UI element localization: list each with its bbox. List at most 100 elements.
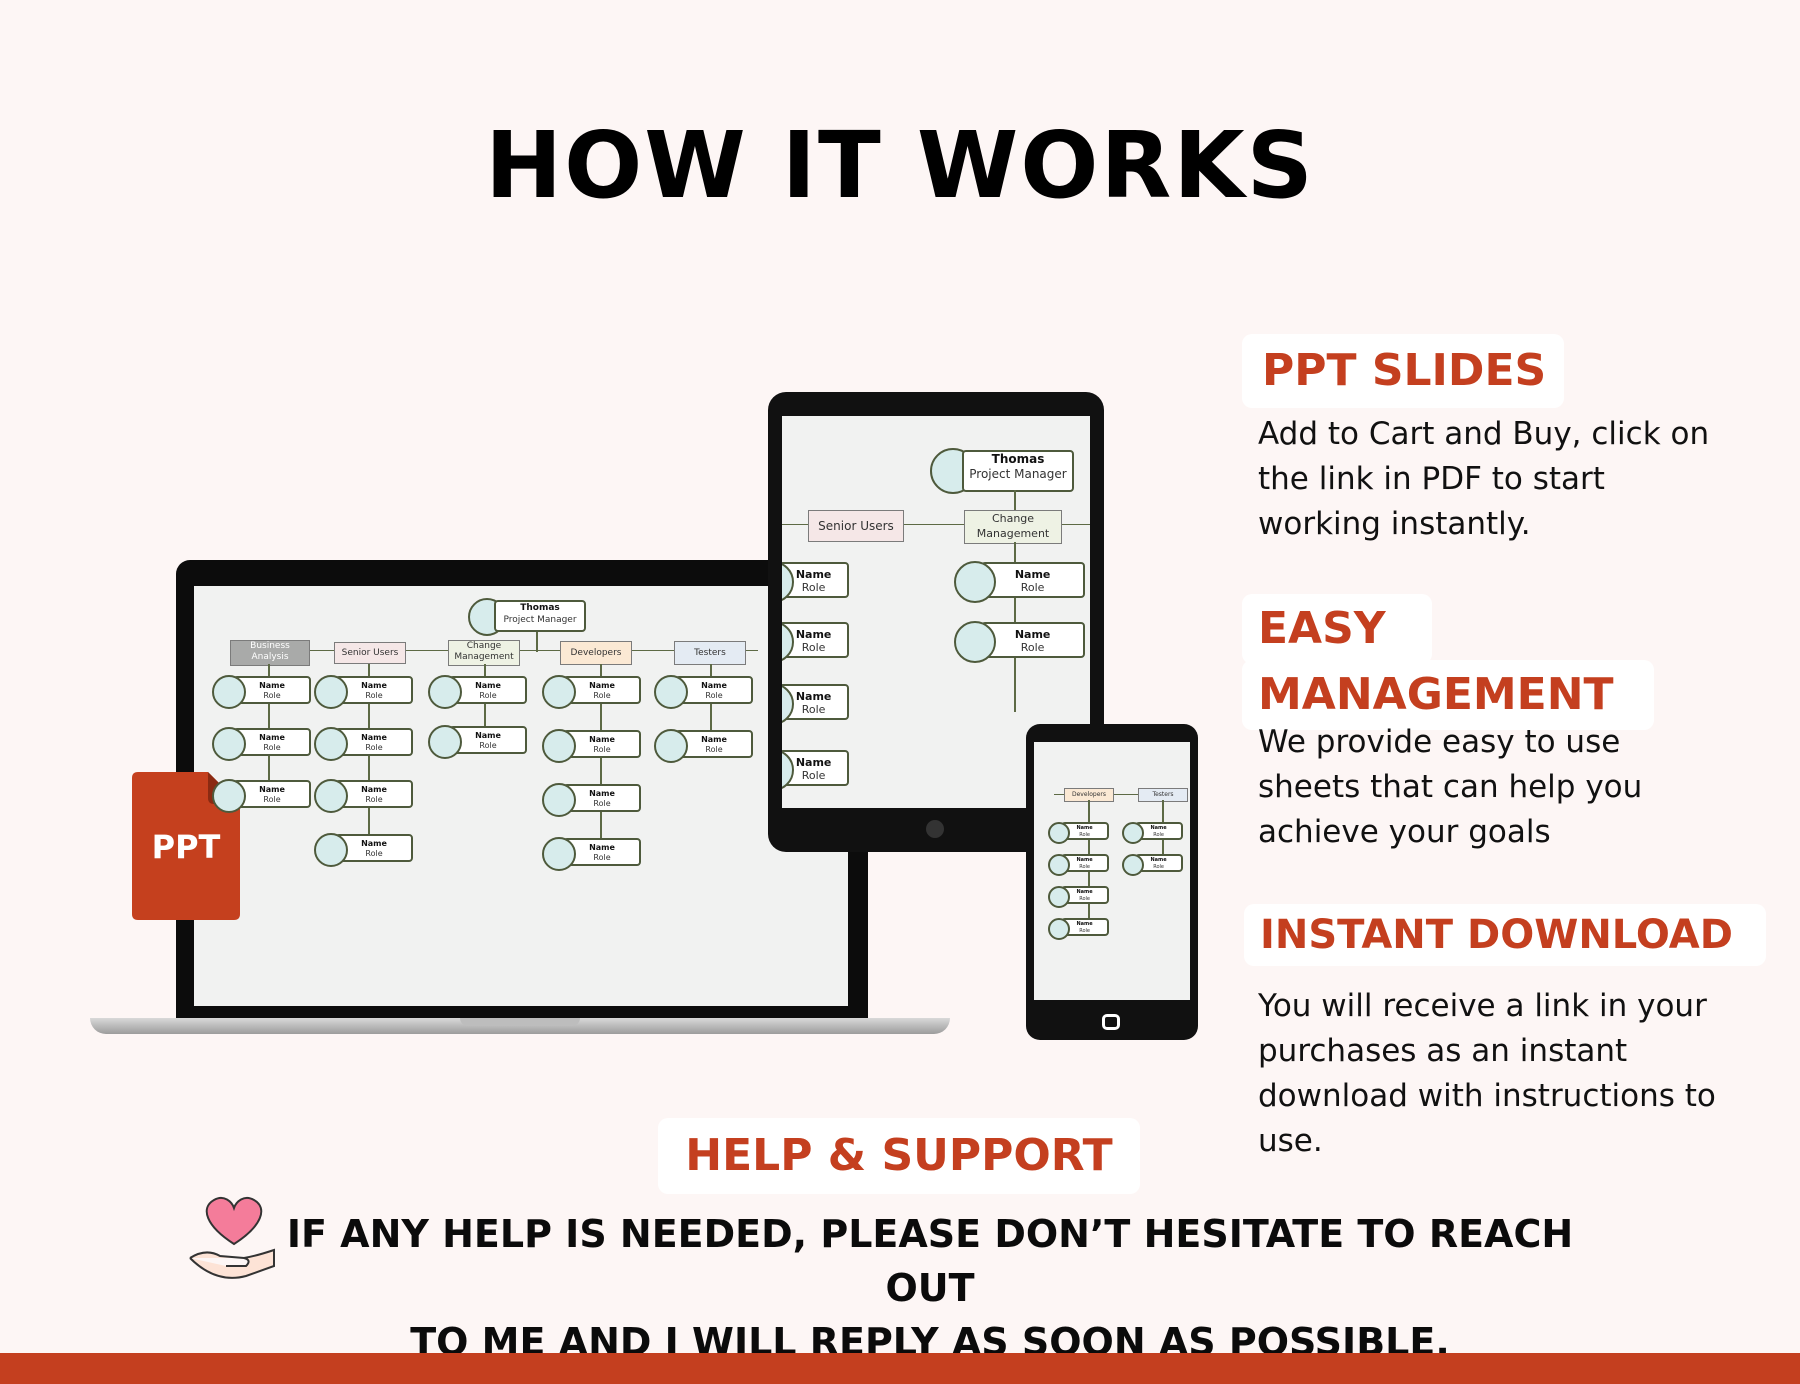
- easy-management-text: We provide easy to use sheets that can h…: [1258, 724, 1643, 850]
- page-title: HOW IT WORKS: [485, 112, 1315, 219]
- top-name: Thomas: [520, 603, 560, 613]
- member-name: Name: [795, 628, 832, 641]
- member-name: Name: [701, 681, 727, 690]
- member-role: Role: [593, 853, 611, 862]
- instant-download-heading-text: INSTANT DOWNLOAD: [1260, 912, 1733, 958]
- member-role: Role: [263, 743, 281, 752]
- avatar: [954, 621, 996, 663]
- avatar: [1122, 822, 1144, 844]
- help-support-heading: HELP & SUPPORT: [658, 1118, 1140, 1194]
- ppt-slides-heading: PPT SLIDES: [1242, 334, 1564, 408]
- member-name: Name: [1014, 628, 1051, 641]
- member-role: Role: [1079, 896, 1090, 902]
- avatar: [542, 729, 576, 763]
- member-name: Name: [795, 690, 832, 703]
- member-name: Name: [795, 756, 832, 769]
- laptop-mockup: Thomas Project Manager Business Analysis…: [90, 560, 950, 1050]
- member-role: Role: [479, 741, 497, 750]
- help-support-text: IF ANY HELP IS NEEDED, PLEASE DON’T HESI…: [280, 1207, 1580, 1369]
- ppt-slides-text: Add to Cart and Buy, click on the link i…: [1258, 416, 1710, 542]
- member-role: Role: [263, 691, 281, 700]
- member-role: Role: [365, 795, 383, 804]
- easy-management-heading-line2: MANAGEMENT: [1242, 660, 1654, 730]
- avatar: [212, 675, 246, 709]
- avatar: [1048, 822, 1070, 844]
- member-role: Role: [801, 641, 826, 654]
- member-name: Name: [361, 681, 387, 690]
- member-role: Role: [1079, 864, 1090, 870]
- member-role: Role: [801, 703, 826, 716]
- org-top-card: Thomas Project Manager: [494, 600, 586, 632]
- avatar: [654, 729, 688, 763]
- member-name: Name: [259, 785, 285, 794]
- member-name: Name: [1076, 889, 1093, 895]
- member-name: Name: [475, 731, 501, 740]
- avatar: [428, 725, 462, 759]
- avatar: [654, 675, 688, 709]
- avatar: [314, 779, 348, 813]
- tablet-mockup: Thomas Project Manager Senior Users Chan…: [768, 392, 1104, 852]
- easy-management-heading-line1: EASY: [1242, 594, 1432, 664]
- member-name: Name: [1014, 568, 1051, 581]
- dept-senior-users: Senior Users: [808, 510, 904, 542]
- ppt-badge-label: PPT: [151, 828, 221, 866]
- dept-testers: Testers: [674, 641, 746, 665]
- laptop-screen: Thomas Project Manager Business Analysis…: [194, 586, 848, 1006]
- member-name: Name: [589, 843, 615, 852]
- member-name: Name: [795, 568, 832, 581]
- avatar: [1048, 918, 1070, 940]
- member-name: Name: [259, 733, 285, 742]
- member-role: Role: [1079, 928, 1090, 934]
- member-name: Name: [589, 681, 615, 690]
- tablet-screen: Thomas Project Manager Senior Users Chan…: [782, 416, 1090, 808]
- member-role: Role: [593, 745, 611, 754]
- dept-business-analysis: Business Analysis: [230, 640, 310, 666]
- member-name: Name: [475, 681, 501, 690]
- instant-download-heading: INSTANT DOWNLOAD: [1244, 904, 1766, 966]
- member-role: Role: [479, 691, 497, 700]
- org-top-card: Thomas Project Manager: [962, 450, 1074, 492]
- member-name: Name: [361, 733, 387, 742]
- member-role: Role: [593, 799, 611, 808]
- instant-download-text: You will receive a link in your purchase…: [1258, 988, 1716, 1159]
- member-name: Name: [1076, 921, 1093, 927]
- member-role: Role: [705, 691, 723, 700]
- avatar: [1048, 886, 1070, 908]
- easy-heading-text: EASY: [1258, 603, 1386, 654]
- top-name: Thomas: [991, 452, 1045, 466]
- member-name: Name: [589, 789, 615, 798]
- dept-change-management: Change Management: [448, 640, 520, 666]
- member-role: Role: [263, 795, 281, 804]
- member-name: Name: [259, 681, 285, 690]
- member-name: Name: [701, 735, 727, 744]
- top-role: Project Manager: [503, 615, 577, 625]
- avatar: [314, 727, 348, 761]
- avatar: [428, 675, 462, 709]
- member-role: Role: [1153, 832, 1164, 838]
- help-line-1: IF ANY HELP IS NEEDED, PLEASE DON’T HESI…: [286, 1212, 1574, 1310]
- bottom-accent-bar: [0, 1353, 1800, 1384]
- member-role: Role: [365, 849, 383, 858]
- avatar: [212, 779, 246, 813]
- avatar: [1122, 854, 1144, 876]
- member-name: Name: [1076, 857, 1093, 863]
- member-name: Name: [361, 785, 387, 794]
- member-role: Role: [705, 745, 723, 754]
- member-name: Name: [1150, 825, 1167, 831]
- avatar: [542, 783, 576, 817]
- dept-senior-users: Senior Users: [334, 642, 406, 664]
- dept-change-management: Change Management: [964, 510, 1062, 544]
